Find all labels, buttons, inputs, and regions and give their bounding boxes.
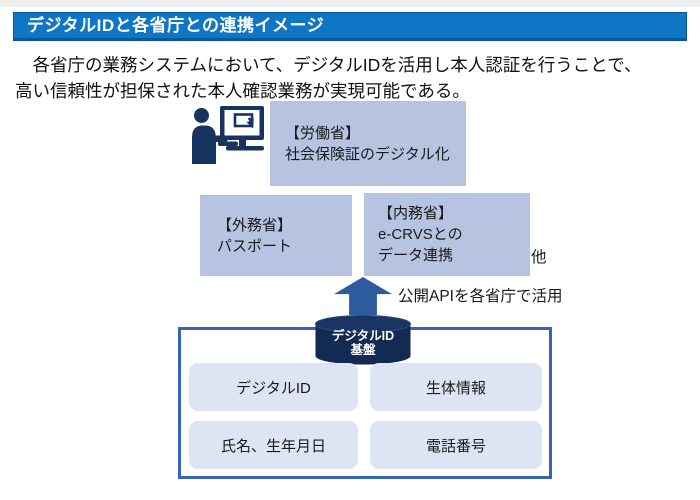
intro-line-2: 高い信頼性が担保された本人確認業務が実現可能である。 [15,81,470,102]
others-label: 他 [531,249,547,266]
data-item-biometrics: 生体情報 [370,363,542,411]
ministry-box-labor-title: 【労働省】 [285,124,361,142]
data-item-phone-number: 電話番号 [370,421,542,469]
ministry-box-foreign-affairs: 【外務省】 パスポート [200,195,352,276]
window-edge-strip [0,0,700,7]
ministry-box-foreign-affairs-body: パスポート [217,237,293,255]
ministry-box-interior-title: 【内務省】 [378,205,454,222]
public-api-label: 公開APIを各省庁で活用 [398,288,563,305]
intro-text: 各省庁の業務システムにおいて、デジタルIDを活用し本人認証を行うことで、 高い信… [15,52,693,105]
ministry-box-interior-body-2: データ連携 [378,247,454,264]
cylinder-label-line-2: 基盤 [350,343,376,357]
person-at-computer-icon [190,106,266,166]
ministry-box-foreign-affairs-title: 【外務省】 [217,216,293,234]
database-cylinder-icon [314,314,412,366]
database-cylinder-label: デジタルID 基盤 [314,314,412,366]
data-item-digital-id: デジタルID [189,363,358,411]
data-item-name-birthdate: 氏名、生年月日 [189,421,358,469]
ministry-box-labor-body: 社会保険証のデジタル化 [285,145,450,163]
intro-line-1: 各省庁の業務システムにおいて、デジタルIDを活用し本人認証を行うことで、 [15,55,642,75]
ministry-box-interior-body-1: e-CRVSとの [378,226,463,243]
cylinder-label-line-1: デジタルID [331,329,395,343]
ministry-box-interior: 【内務省】 e-CRVSとの データ連携 [364,193,530,276]
page-title: デジタルIDと各省庁との連携イメージ [13,12,687,41]
up-arrow-icon [334,277,392,315]
ministry-box-labor: 【労働省】 社会保険証のデジタル化 [270,101,466,186]
